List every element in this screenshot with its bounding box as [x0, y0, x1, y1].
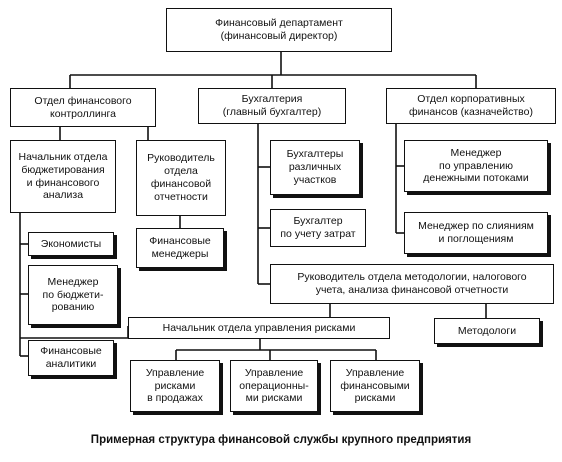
- node-corporate-finance: Отдел корпоративных финансов (казначейст…: [386, 88, 556, 124]
- node-economists: Экономисты: [28, 232, 114, 256]
- node-risk-head: Начальник отдела управления рисками: [128, 317, 390, 339]
- node-cost-accountant: Бухгалтер по учету затрат: [270, 209, 366, 247]
- node-financial-managers: Финансовые менеджеры: [136, 228, 224, 268]
- node-accounting: Бухгалтерия (главный бухгалтер): [198, 88, 346, 124]
- node-financial-controlling: Отдел финансового контроллинга: [10, 88, 156, 127]
- node-budget-manager: Менеджер по бюджети- рованию: [28, 265, 118, 325]
- node-methodologists: Методологи: [434, 318, 540, 344]
- node-reporting-head: Руководитель отдела финансовой отчетност…: [136, 140, 226, 216]
- node-financial-department: Финансовый департамент (финансовый дирек…: [166, 8, 392, 52]
- node-risk-operational: Управление операционны- ми рисками: [230, 360, 318, 412]
- figure-caption: Примерная структура финансовой службы кр…: [90, 434, 472, 446]
- node-financial-analysts: Финансовые аналитики: [28, 340, 114, 376]
- node-risk-financial: Управление финансовыми рисками: [330, 360, 420, 412]
- node-methodology-head: Руководитель отдела методологии, налогов…: [270, 264, 554, 304]
- node-budgeting-head: Начальник отдела бюджетирования и финанс…: [10, 140, 116, 213]
- node-cashflow-manager: Менеджер по управлению денежными потокам…: [404, 140, 548, 192]
- node-risk-sales: Управление рисками в продажах: [130, 360, 220, 412]
- node-accountants: Бухгалтеры различных участков: [270, 140, 360, 195]
- node-ma-manager: Менеджер по слияниям и поглощениям: [404, 212, 548, 254]
